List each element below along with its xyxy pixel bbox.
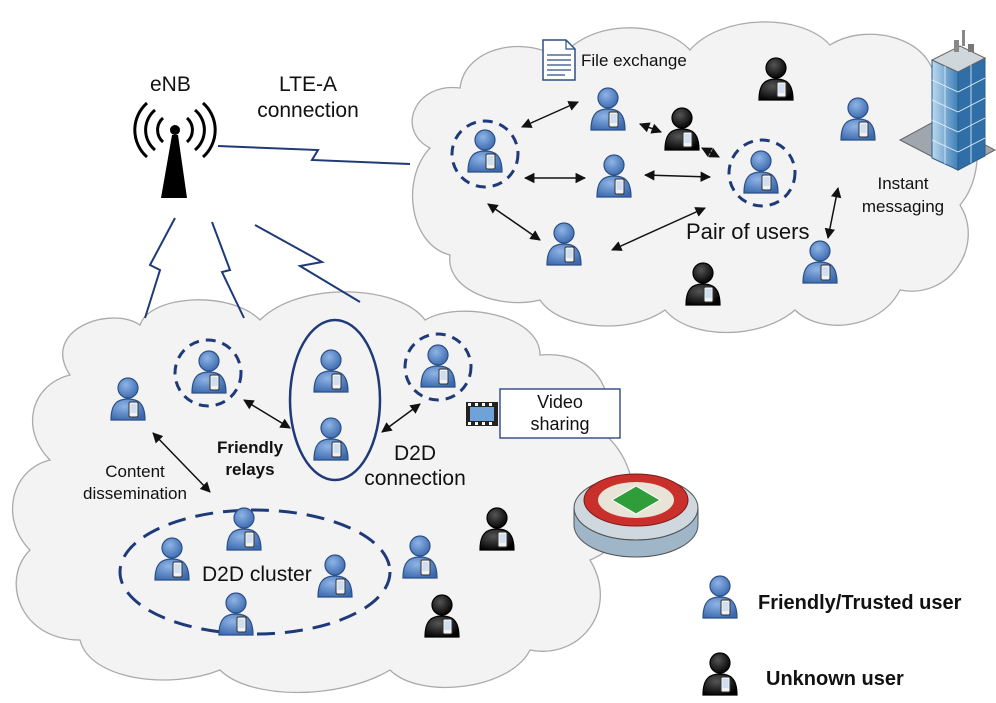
legend-unknown-user-icon [702,652,738,696]
relay-circle-right [403,332,473,402]
video-film-icon [466,402,498,426]
d2d-cluster-ellipse [118,508,392,636]
video-sharing-line2: sharing [530,414,590,434]
pair-circle-left [450,119,520,189]
lte-link-2 [211,221,245,319]
video-sharing-box [499,388,621,439]
lte-link-cloud [217,145,411,165]
instant-messaging-line1: Instant [877,174,929,193]
file-exchange-label: File exchange [581,51,687,70]
legend-unknown-label: Unknown user [766,668,904,690]
video-sharing-line1: Video [537,392,583,412]
d2d-links [152,101,842,493]
lte-link-1 [144,217,176,319]
d2d-cluster-label: D2D cluster [202,563,312,586]
d2d-connection-line2: connection [364,467,466,490]
relay-circle-left [173,338,243,408]
pair-circle-right [727,138,797,208]
lte-links [144,145,411,319]
lte-link-3 [254,224,361,303]
friendly-relays-line1: Friendly [216,438,284,457]
content-dissemination-line2: dissemination [83,484,187,503]
group-outlines [118,119,797,636]
instant-messaging-line2: messaging [861,197,945,216]
bottom-left-cloud [11,291,634,694]
enb-label: eNB [150,73,191,96]
pair-of-users-label: Pair of users [686,219,810,244]
stadium-icon [573,473,699,558]
content-dissemination-line1: Content [105,462,165,481]
friendly-relays-line2: relays [225,460,275,479]
office-building-icon [898,30,996,171]
document-icon [542,39,576,81]
d2d-connection-line1: D2D [393,442,436,465]
legend-trusted-user-icon [702,575,738,619]
enb-tower-icon [133,101,217,198]
legend-friendly-label: Friendly/Trusted user [758,592,962,614]
lte-label-line2: connection [257,99,359,122]
lte-label-line1: LTE-A [279,73,337,96]
